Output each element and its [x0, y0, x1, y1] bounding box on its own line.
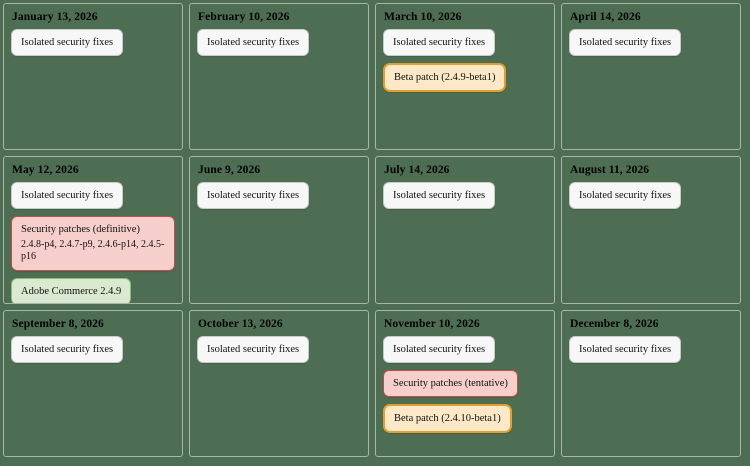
badge-release[interactable]: Adobe Commerce 2.4.9 — [11, 277, 132, 303]
badge-label: Security patches (tentative) — [393, 377, 508, 389]
month-date-label: October 13, 2026 — [198, 317, 283, 330]
month-date-label: January 13, 2026 — [12, 11, 98, 23]
badge-neutral[interactable]: Isolated security fixes — [569, 335, 682, 363]
month-date-label: July 14, 2026 — [384, 164, 450, 177]
badge-stack: Isolated security fixes — [11, 335, 175, 363]
badge-label: Isolated security fixes — [21, 343, 114, 355]
badge-label: Isolated security fixes — [393, 343, 486, 355]
badge-label: Isolated security fixes — [393, 37, 486, 48]
badge-neutral[interactable]: Isolated security fixes — [383, 182, 496, 210]
badge-beta[interactable]: Beta patch (2.4.10-beta1) — [383, 403, 512, 434]
badge-neutral[interactable]: Isolated security fixes — [197, 335, 310, 363]
badge-neutral[interactable]: Isolated security fixes — [197, 29, 310, 57]
badge-neutral[interactable]: Isolated security fixes — [569, 29, 682, 57]
badge-label: Isolated security fixes — [207, 37, 300, 48]
badge-stack: Isolated security fixes — [569, 29, 733, 57]
month-date-label: June 9, 2026 — [198, 164, 261, 177]
month-date-label: August 11, 2026 — [570, 164, 650, 177]
badge-label: Isolated security fixes — [207, 343, 300, 355]
badge-label: Isolated security fixes — [21, 190, 114, 202]
badge-neutral[interactable]: Isolated security fixes — [569, 182, 682, 210]
month-date-label: September 8, 2026 — [12, 317, 104, 330]
badge-security[interactable]: Security patches (definitive) 2.4.8-p4, 2… — [11, 216, 175, 271]
month-date-label: April 14, 2026 — [570, 11, 641, 23]
badge-versions: 2.4.8-p4, 2.4.7-p9, 2.4.6-p14, 2.4.5-p16 — [21, 238, 165, 263]
month-date-label: November 10, 2026 — [384, 317, 480, 330]
badge-stack: Isolated security fixes — [569, 335, 733, 363]
badge-label: Isolated security fixes — [207, 190, 300, 202]
badge-stack: Isolated security fixes — [569, 182, 733, 210]
badge-neutral[interactable]: Isolated security fixes — [11, 335, 124, 363]
badge-stack: Isolated security fixes — [197, 335, 361, 363]
badge-label: Isolated security fixes — [579, 37, 672, 48]
badge-label: Adobe Commerce 2.4.9 — [21, 285, 122, 297]
badge-label: Security patches (definitive) — [21, 224, 140, 236]
badge-label: Beta patch (2.4.10-beta1) — [394, 412, 501, 424]
badge-stack: Isolated security fixes — [11, 29, 175, 57]
badge-label: Isolated security fixes — [21, 37, 114, 48]
badge-label: Isolated security fixes — [579, 190, 672, 202]
badge-stack: Isolated security fixes — [197, 29, 361, 57]
badge-label: Isolated security fixes — [579, 343, 672, 355]
month-date-label: May 12, 2026 — [12, 164, 79, 177]
badge-label: Isolated security fixes — [393, 190, 486, 202]
month-date-label: December 8, 2026 — [570, 317, 659, 330]
badge-neutral[interactable]: Isolated security fixes — [11, 29, 124, 57]
month-date-label: March 10, 2026 — [384, 11, 462, 23]
badge-beta[interactable]: Beta patch (2.4.9-beta1) — [383, 63, 507, 93]
month-date-label: February 10, 2026 — [198, 11, 290, 23]
badge-neutral[interactable]: Isolated security fixes — [383, 335, 496, 363]
badge-neutral[interactable]: Isolated security fixes — [11, 182, 124, 210]
badge-stack: Isolated security fixes — [197, 182, 361, 210]
badge-stack: Isolated security fixes — [383, 182, 547, 210]
badge-security[interactable]: Security patches (tentative) — [383, 369, 518, 397]
badge-label: Beta patch (2.4.9-beta1) — [394, 72, 496, 84]
badge-neutral[interactable]: Isolated security fixes — [383, 29, 496, 57]
badge-neutral[interactable]: Isolated security fixes — [197, 182, 310, 210]
